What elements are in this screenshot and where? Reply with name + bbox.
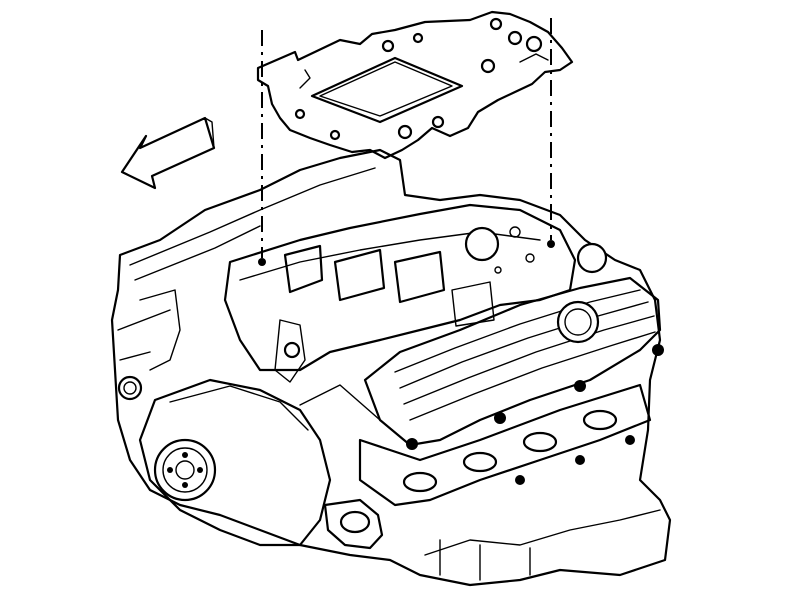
- water-pump-pulley: [153, 438, 217, 502]
- alignment-lines: [261, 18, 552, 258]
- lower-intake-manifold: [223, 203, 577, 383]
- valve-cover-ribs: [394, 289, 656, 421]
- gasket-bolt-holes: [294, 17, 543, 141]
- intake-ports: [283, 244, 495, 327]
- direction-arrow-icon: [120, 116, 216, 190]
- cylinder-head: [358, 383, 652, 507]
- engine-block: [110, 148, 672, 587]
- valve-cover: [363, 242, 664, 450]
- gasket-icon: [256, 10, 574, 160]
- side-fitting: [117, 375, 143, 401]
- pulley-bolts: [167, 452, 203, 488]
- exhaust-ports: [402, 409, 618, 493]
- timing-cover: [138, 378, 381, 547]
- valve-cover-bolts: [406, 344, 664, 450]
- coolant-outlet: [323, 498, 384, 550]
